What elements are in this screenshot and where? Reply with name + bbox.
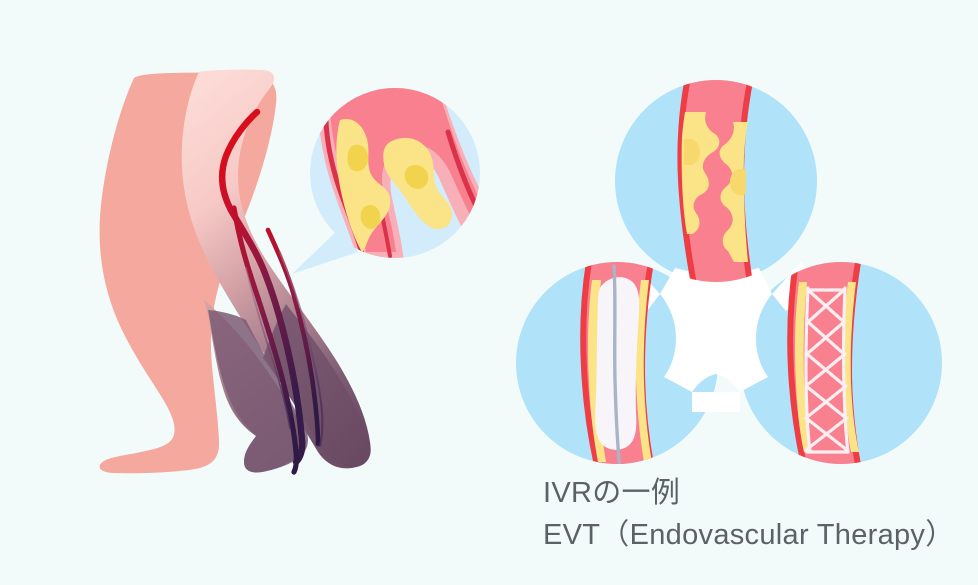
evt-gap-lower [692,392,740,412]
angioplasty-balloon [595,277,640,450]
guidewire [612,264,622,464]
stent-vessel-group [787,262,862,464]
caption-line-ivr: IVRの一例 [543,477,681,509]
callout-plaque-deep-2 [404,164,429,189]
callout-plaque-deep-3 [360,204,381,229]
caption-block: IVRの一例 EVT（Endovascular Therapy） [543,472,963,556]
stenosis-plaque-deep-left [684,138,700,166]
callout-plaque-deep-1 [347,144,368,172]
ischemic-ankle-blend [208,310,308,473]
main-artery [218,108,306,466]
stenosis-plaque-deep-right [730,168,746,196]
stent-plaque-left [795,282,812,452]
balloon-wall-left [580,262,601,464]
caption-line-evt: EVT（Endovascular Therapy） [543,519,955,551]
stent-plaque-right [842,282,859,452]
balloon-vessel-group [580,262,655,464]
legs-group [99,69,371,475]
evt-diagram [516,80,942,464]
artery-hairline-2 [245,267,291,429]
artery-hairline-1 [279,251,324,447]
stent-mesh [804,286,850,454]
artery-branch-2 [265,227,321,447]
evt-center-gap [660,268,772,392]
balloon-plaque-right [635,280,652,462]
stent-wall-left [787,262,808,464]
stenosis-vessel-group [677,80,755,282]
stenosis-wall-left [677,80,698,282]
artery-branch-1 [231,205,299,475]
